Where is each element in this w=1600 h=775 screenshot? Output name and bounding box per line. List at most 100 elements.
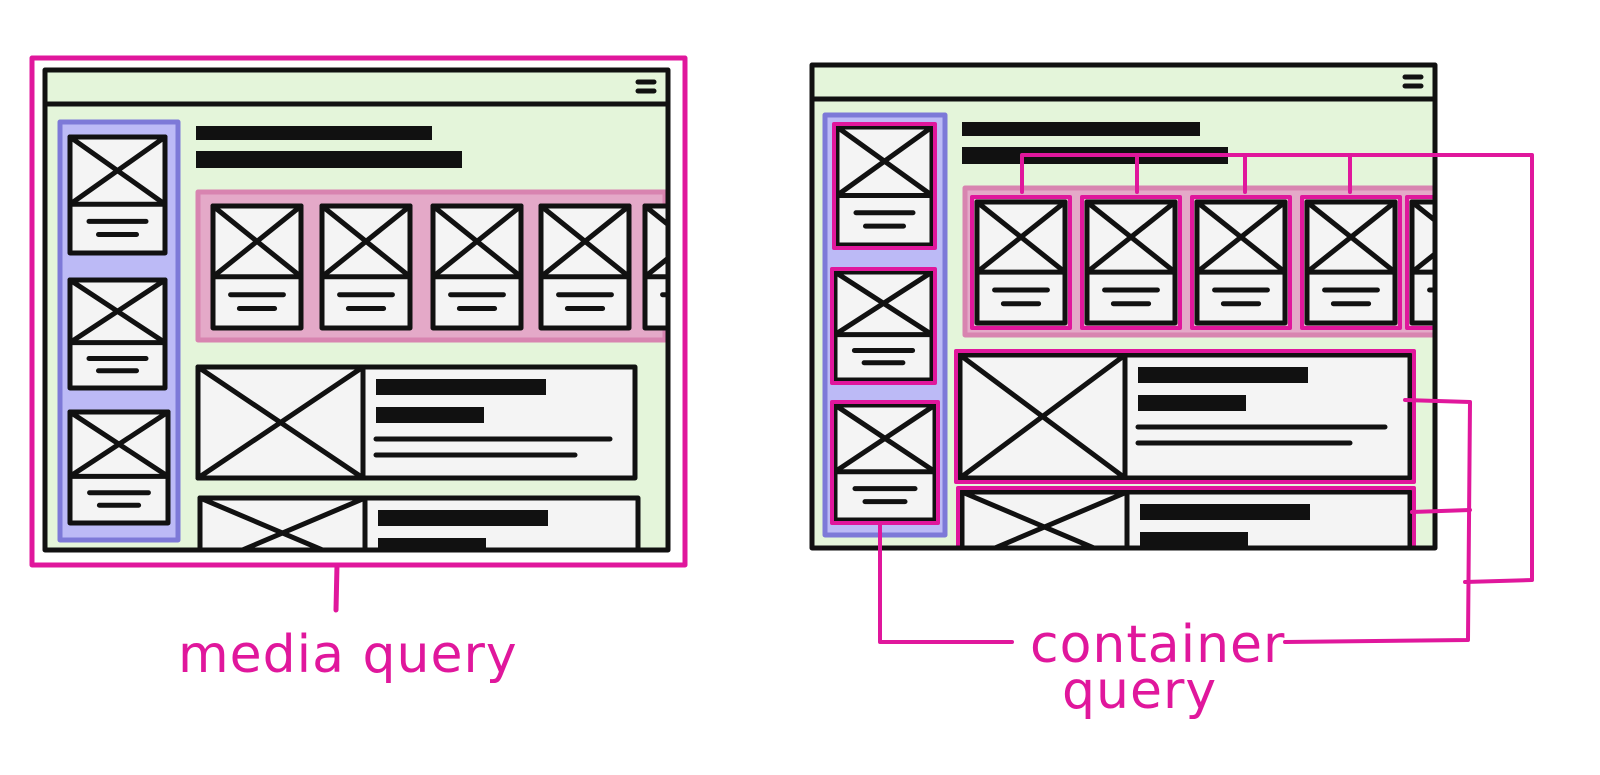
image-placeholder-icon	[1084, 199, 1178, 275]
image-cross-line	[974, 199, 1068, 275]
image-placeholder-icon	[67, 277, 168, 346]
card-subtitle-bar	[1140, 532, 1248, 548]
image-cross-line	[538, 203, 632, 280]
media-query-pointer	[333, 562, 340, 613]
image-cross-line	[1304, 199, 1398, 275]
container-query-example	[809, 62, 1534, 644]
image-placeholder-icon	[974, 199, 1068, 275]
image-placeholder-icon	[67, 409, 171, 479]
page-content	[812, 74, 1435, 548]
image-cross-line	[1084, 199, 1178, 275]
card-title-bar	[378, 510, 548, 526]
image-cross-line	[67, 409, 171, 479]
page-content	[45, 79, 668, 550]
image-placeholder-icon	[67, 134, 168, 207]
media-query-example	[29, 55, 688, 613]
image-cross-line	[642, 255, 668, 280]
page-subtitle-bar	[196, 151, 462, 168]
image-frame	[197, 495, 368, 550]
container-outline	[956, 486, 1416, 548]
image-cross-line	[430, 203, 524, 280]
media-query-label: media query	[178, 625, 518, 685]
wide-card	[959, 489, 1413, 548]
image-placeholder-icon	[1194, 199, 1288, 275]
container-outline	[1405, 195, 1435, 330]
image-cross-line	[236, 495, 368, 550]
card-title-bar	[1138, 367, 1308, 383]
card	[67, 277, 168, 391]
image-placeholder-icon	[538, 203, 632, 280]
card	[319, 203, 413, 331]
container-query-connectors	[878, 153, 1534, 644]
image-cross-line	[1409, 199, 1435, 224]
card	[830, 400, 940, 525]
image-cross-line	[195, 364, 366, 481]
image-cross-line	[988, 489, 1130, 548]
card	[430, 203, 524, 331]
card	[1405, 195, 1435, 330]
image-cross-line	[642, 203, 668, 228]
container-outline	[1190, 195, 1292, 330]
card	[970, 195, 1072, 330]
image-cross-line	[1409, 250, 1435, 275]
card	[832, 122, 937, 250]
container-query-label-line2: query	[1062, 661, 1217, 721]
image-placeholder-icon	[642, 203, 668, 280]
image-placeholder-icon	[319, 203, 413, 280]
image-placeholder-icon	[210, 203, 304, 280]
container-outline	[832, 122, 937, 250]
image-placeholder-icon	[834, 124, 935, 198]
card	[1300, 195, 1402, 330]
image-placeholder-icon	[832, 269, 935, 338]
browser-window-frame	[42, 67, 671, 553]
card-title-bar	[1140, 504, 1310, 520]
image-cross-line	[210, 203, 304, 280]
card-subtitle-bar	[376, 407, 484, 423]
image-placeholder-icon	[430, 203, 524, 280]
image-cross-line	[832, 402, 938, 475]
container-outline	[1080, 195, 1182, 330]
image-placeholder-icon	[1304, 199, 1398, 275]
image-cross-line	[834, 124, 935, 198]
image-placeholder-icon	[195, 364, 366, 481]
page-title-bar	[962, 122, 1200, 136]
wide-card-bracket-tick	[1410, 508, 1472, 514]
image-placeholder-icon	[1409, 199, 1435, 275]
card	[67, 409, 171, 526]
image-cross-line	[319, 203, 413, 280]
browser-window-frame	[809, 62, 1438, 551]
image-cross-line	[957, 352, 1128, 481]
wide-card-bracket	[1283, 398, 1472, 644]
container-query-label-line1: container	[1030, 615, 1285, 675]
image-cross-line	[1194, 199, 1288, 275]
card	[642, 203, 668, 331]
container-outline	[830, 267, 937, 385]
card-title-bar	[376, 379, 546, 395]
sidebar-bracket	[878, 523, 1014, 644]
image-cross-line	[67, 277, 168, 346]
image-placeholder-icon	[959, 489, 1130, 548]
container-outline	[830, 400, 940, 525]
card	[210, 203, 304, 331]
container-outline	[954, 349, 1416, 484]
card	[1080, 195, 1182, 330]
card	[830, 267, 937, 385]
container-outline	[970, 195, 1072, 330]
wide-card	[197, 495, 641, 550]
image-cross-line	[67, 134, 168, 207]
wide-card	[957, 352, 1413, 481]
image-placeholder-icon	[197, 495, 368, 550]
image-placeholder-icon	[832, 402, 938, 475]
card	[1190, 195, 1292, 330]
page-title-bar	[196, 126, 432, 140]
media-query-outline	[29, 55, 688, 568]
card	[538, 203, 632, 331]
container-outline	[1300, 195, 1402, 330]
image-frame	[642, 203, 668, 280]
image-frame	[1409, 199, 1435, 275]
card-subtitle-bar	[378, 538, 486, 550]
carousel-bracket	[1020, 153, 1534, 584]
card	[67, 134, 168, 256]
